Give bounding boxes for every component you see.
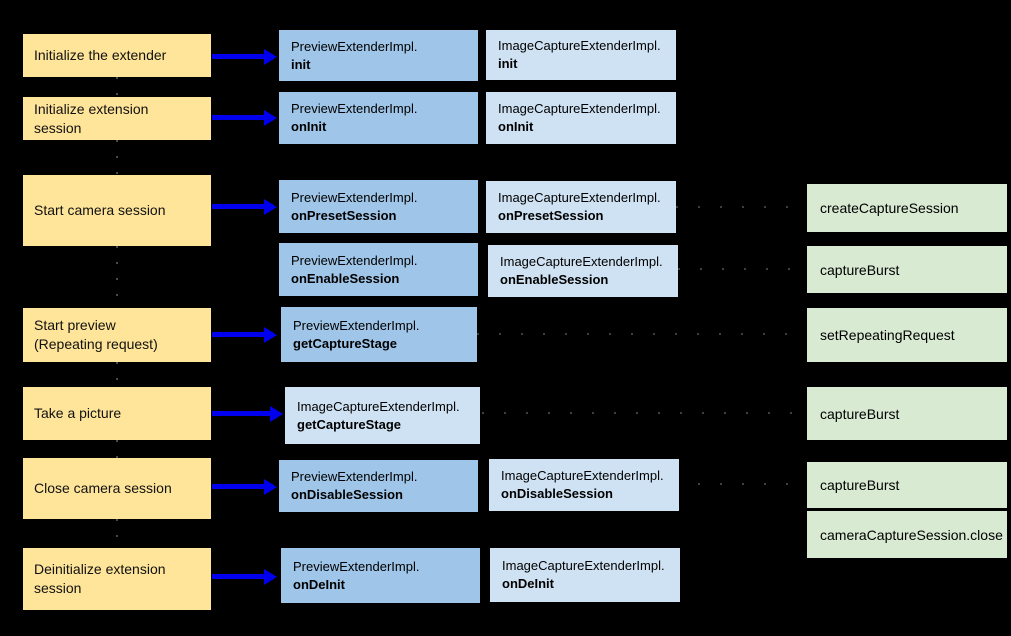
camera2-call-label: captureBurst (820, 261, 900, 278)
method-preview-init: PreviewExtenderImpl. init (279, 30, 478, 81)
step-start-preview: Start preview (Repeating request) (23, 308, 211, 362)
class-name: ImageCaptureExtenderImpl. (498, 38, 661, 53)
class-name: ImageCaptureExtenderImpl. (498, 101, 661, 116)
arrow-right-icon (212, 48, 277, 65)
arrow-right-icon (212, 109, 277, 126)
camera2-createcapturesession: createCaptureSession (807, 184, 1007, 232)
arrow-right-icon (212, 326, 277, 343)
method-imagecapture-init: ImageCaptureExtenderImpl. init (486, 30, 676, 80)
arrow-right-icon (212, 478, 277, 495)
arrow-right-icon (212, 568, 277, 585)
class-name: ImageCaptureExtenderImpl. (297, 398, 460, 414)
method-imagecapture-onenablesession: ImageCaptureExtenderImpl. onEnableSessio… (488, 245, 678, 297)
class-name: ImageCaptureExtenderImpl. (500, 254, 663, 269)
dotted-connector (116, 246, 118, 308)
method-imagecapture-onpresetsession: ImageCaptureExtenderImpl. onPresetSessio… (486, 181, 676, 233)
class-name: PreviewExtenderImpl. (291, 38, 418, 54)
class-name: ImageCaptureExtenderImpl. (501, 468, 664, 483)
arrow-right-icon (212, 198, 277, 215)
method-name: onDisableSession (501, 486, 613, 501)
method-name: onPresetSession (498, 208, 604, 223)
method-preview-onpresetsession: PreviewExtenderImpl. onPresetSession (279, 180, 478, 233)
method-name: onDisableSession (291, 487, 403, 502)
step-take-a-picture: Take a picture (23, 387, 211, 440)
step-deinitialize-extension-session: Deinitialize extension session (23, 548, 211, 610)
step-label: Close camera session (34, 480, 172, 497)
dotted-connector (676, 483, 807, 485)
method-name: init (291, 56, 311, 72)
dotted-connector (116, 440, 118, 458)
camera2-captureburst: captureBurst (807, 246, 1007, 293)
camera2-call-label: captureBurst (820, 405, 900, 422)
dotted-connector (116, 362, 118, 387)
method-imagecapture-oninit: ImageCaptureExtenderImpl. onInit (486, 92, 676, 144)
method-imagecapture-getcapturestage: ImageCaptureExtenderImpl. getCaptureStag… (285, 387, 480, 444)
step-label: Start preview (Repeating request) (34, 317, 158, 352)
method-name: onEnableSession (500, 272, 609, 287)
dotted-connector (116, 519, 118, 548)
step-label: Take a picture (34, 405, 122, 422)
method-name: onInit (291, 119, 327, 134)
class-name: PreviewExtenderImpl. (291, 252, 418, 268)
method-name: onDeInit (293, 576, 345, 592)
method-imagecapture-ondeinit: ImageCaptureExtenderImpl. onDeInit (490, 548, 680, 602)
class-name: PreviewExtenderImpl. (291, 469, 418, 484)
step-label: Initialize the extender (34, 47, 167, 64)
camera2-setrepeatingrequest: setRepeatingRequest (807, 308, 1007, 362)
step-label: Start camera session (34, 202, 166, 219)
camera2-call-label: cameraCaptureSession.close (820, 526, 1003, 543)
dotted-connector (482, 412, 807, 414)
step-label: Initialize extension session (34, 100, 149, 136)
method-name: getCaptureStage (297, 416, 402, 432)
camera2-call-label: setRepeatingRequest (820, 327, 955, 343)
method-name: onEnableSession (291, 270, 400, 286)
camera2-cameracapturesession-close: cameraCaptureSession.close (807, 511, 1007, 558)
step-close-camera-session: Close camera session (23, 458, 211, 519)
camera2-captureburst: captureBurst (807, 387, 1007, 440)
method-preview-onenablesession: PreviewExtenderImpl. onEnableSession (279, 243, 478, 296)
class-name: ImageCaptureExtenderImpl. (498, 190, 661, 205)
dotted-connector (477, 333, 807, 335)
method-name: onPresetSession (291, 207, 397, 223)
camera2-call-label: createCaptureSession (820, 200, 959, 216)
dotted-connector (116, 140, 118, 175)
camera2-captureburst: captureBurst (807, 462, 1007, 508)
method-preview-oninit: PreviewExtenderImpl. onInit (279, 92, 478, 144)
step-initialize-extension-session: Initialize extension session (23, 97, 211, 140)
arrow-right-icon (212, 405, 283, 422)
class-name: PreviewExtenderImpl. (291, 101, 418, 116)
step-initialize-the-extender: Initialize the extender (23, 34, 211, 77)
class-name: ImageCaptureExtenderImpl. (502, 558, 665, 573)
method-name: getCaptureStage (293, 335, 398, 351)
step-label: Deinitialize extension session (34, 561, 166, 596)
method-name: init (498, 56, 518, 71)
class-name: PreviewExtenderImpl. (293, 558, 420, 574)
method-name: onInit (498, 119, 534, 134)
method-preview-getcapturestage: PreviewExtenderImpl. getCaptureStage (281, 307, 477, 362)
dotted-connector (116, 77, 118, 97)
method-preview-ondisablesession: PreviewExtenderImpl. onDisableSession (279, 460, 478, 512)
dotted-connector (678, 268, 807, 270)
method-name: onDeInit (502, 576, 554, 591)
camera2-call-label: captureBurst (820, 477, 900, 493)
class-name: PreviewExtenderImpl. (293, 317, 420, 333)
class-name: PreviewExtenderImpl. (291, 189, 418, 205)
dotted-connector (676, 206, 807, 208)
method-imagecapture-ondisablesession: ImageCaptureExtenderImpl. onDisableSessi… (489, 459, 679, 511)
method-preview-ondeinit: PreviewExtenderImpl. onDeInit (281, 548, 480, 603)
step-start-camera-session: Start camera session (23, 175, 211, 246)
